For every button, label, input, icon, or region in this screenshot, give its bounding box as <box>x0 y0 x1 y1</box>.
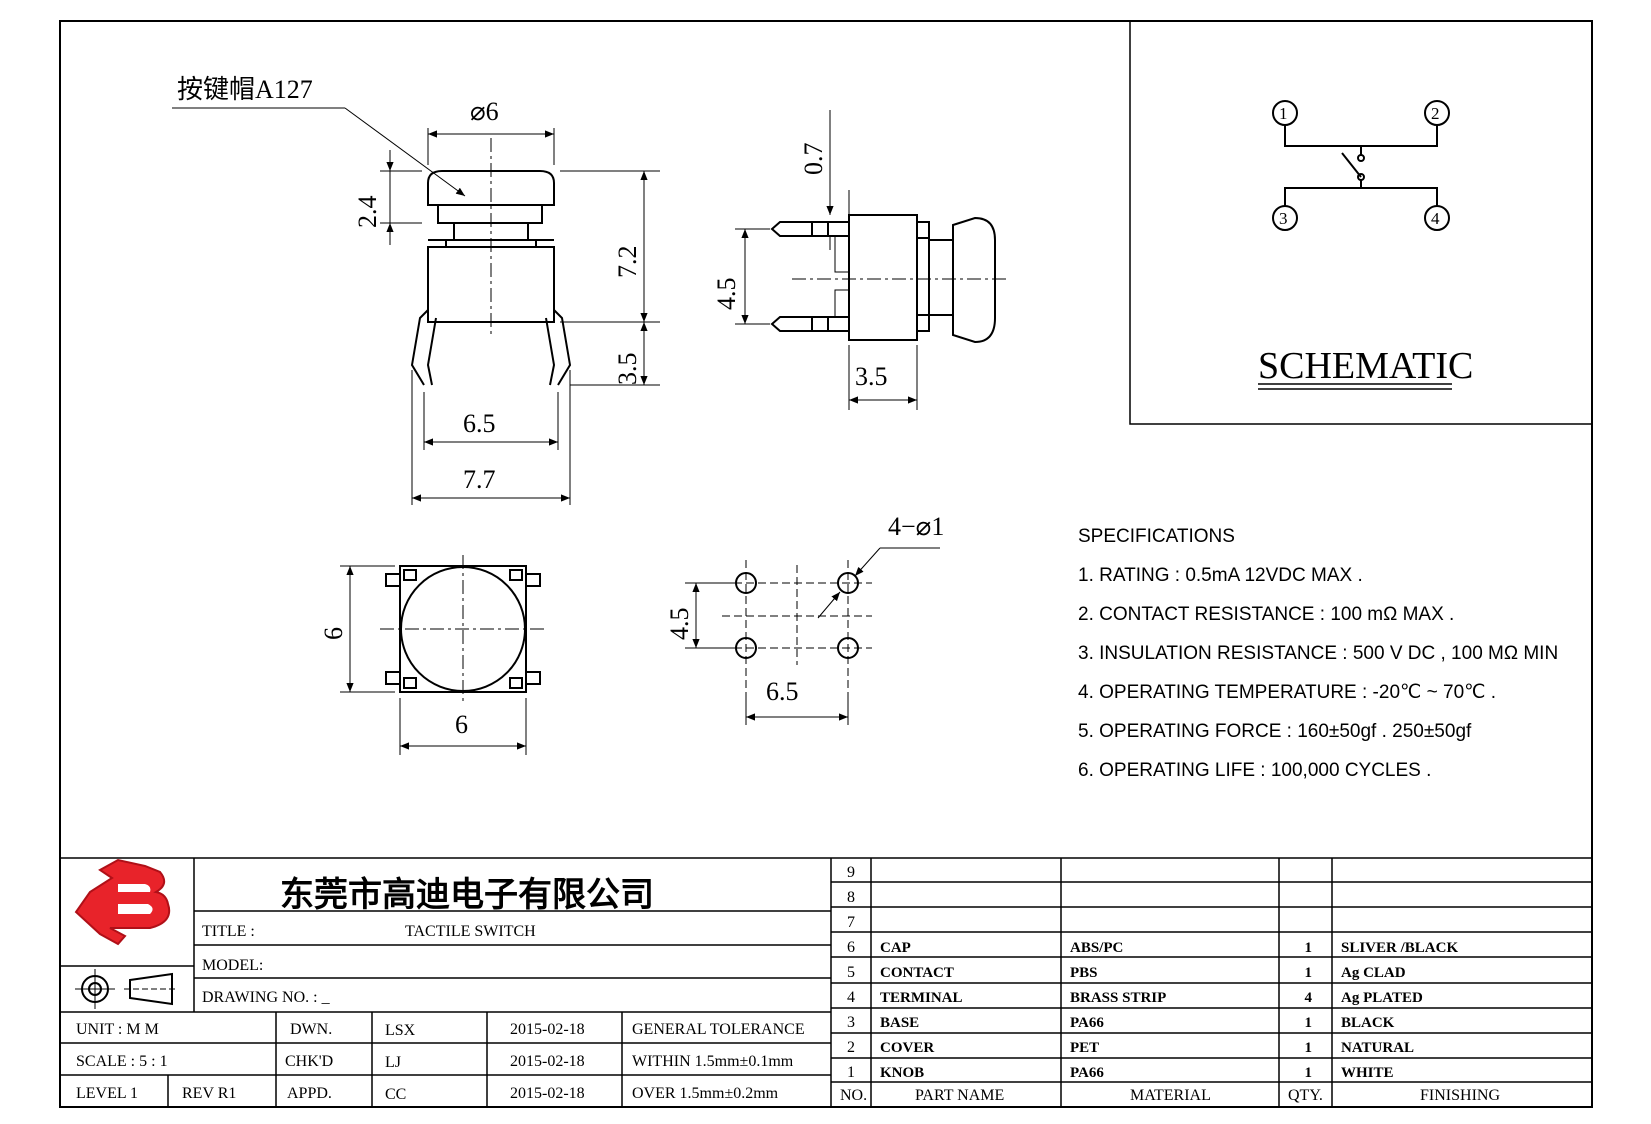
drawn-role: DWN. <box>290 1021 332 1038</box>
checked-name: LJ <box>385 1054 401 1071</box>
bom-cell-finishing: BLACK <box>1341 1015 1395 1031</box>
bom-cell-material: PA66 <box>1070 1065 1104 1081</box>
dim-side-pin-len: 3.5 <box>855 362 888 391</box>
drawn-name: LSX <box>385 1022 416 1039</box>
bom-cell-no: 9 <box>847 864 855 881</box>
dim-top-width: 6 <box>455 710 468 739</box>
bom-header-part: PART NAME <box>915 1087 1004 1104</box>
schematic-title: SCHEMATIC <box>1258 345 1473 387</box>
bom-cell-part: COVER <box>880 1040 934 1056</box>
bom-cell-part: BASE <box>880 1015 919 1031</box>
spec-heading: SPECIFICATIONS <box>1078 526 1235 547</box>
general-tolerance: GENERAL TOLERANCE <box>632 1021 805 1038</box>
bom-cell-qty: 1 <box>1305 965 1313 981</box>
bom-cell-part: CONTACT <box>880 965 954 981</box>
company-logo <box>74 858 171 946</box>
bom-cell-finishing: WHITE <box>1341 1065 1394 1081</box>
approved-date: 2015-02-18 <box>510 1085 585 1102</box>
bom-header-qty: QTY. <box>1288 1087 1323 1104</box>
dim-pin-span-inner: 6.5 <box>463 409 496 438</box>
bom-cell-no: 8 <box>847 889 855 906</box>
level-label: LEVEL 1 <box>76 1085 138 1102</box>
schematic-pin-2: 2 <box>1431 104 1440 123</box>
drawing-no-label: DRAWING NO. : _ <box>202 989 331 1006</box>
bom-cell-finishing: Ag CLAD <box>1341 965 1406 981</box>
drawing-border <box>59 20 1593 1108</box>
company-name: 东莞市高迪电子有限公司 <box>280 875 654 915</box>
bom-cell-part: TERMINAL <box>880 990 963 1006</box>
dim-body-height: 7.2 <box>613 246 642 279</box>
bom-cell-material: PBS <box>1070 965 1098 981</box>
bom-cell-qty: 1 <box>1305 1015 1313 1031</box>
approved-name: CC <box>385 1086 406 1103</box>
model-label: MODEL: <box>202 957 263 974</box>
schematic-pin-4: 4 <box>1431 209 1440 228</box>
dim-cap-height: 2.4 <box>353 196 382 229</box>
title-block <box>60 857 1592 1107</box>
bom-cell-qty: 1 <box>1305 1040 1313 1056</box>
bom-cell-qty: 1 <box>1305 1065 1313 1081</box>
bom-cell-part: KNOB <box>880 1065 924 1081</box>
scale-label: SCALE : 5 : 1 <box>76 1053 168 1070</box>
bom-header-material: MATERIAL <box>1130 1087 1211 1104</box>
specifications: SPECIFICATIONS 1. RATING : 0.5mA 12VDC M… <box>1078 526 1558 781</box>
spec-item-2: 2. CONTACT RESISTANCE : 100 mΩ MAX . <box>1078 604 1454 625</box>
drawn-date: 2015-02-18 <box>510 1021 585 1038</box>
bom-cell-finishing: Ag PLATED <box>1341 990 1423 1006</box>
bom-cell-no: 2 <box>847 1039 855 1056</box>
title-label: TITLE : <box>202 923 255 940</box>
side-view <box>735 110 1010 410</box>
dim-top-height: 6 <box>319 627 348 640</box>
dim-holes: 4−⌀1 <box>888 512 944 541</box>
bom-cell-material: ABS/PC <box>1070 940 1123 956</box>
bom-cell-part: CAP <box>880 940 911 956</box>
bom-cell-no: 4 <box>847 989 855 1006</box>
approved-role: APPD. <box>287 1085 332 1102</box>
pcb-hole-layout <box>685 547 940 725</box>
dim-pin-length: 3.5 <box>613 353 642 386</box>
dim-side-pin-pitch: 4.5 <box>712 278 741 311</box>
bom-cell-no: 3 <box>847 1014 855 1031</box>
rev-label: REV R1 <box>182 1085 236 1102</box>
keycap-label: 按键帽A127 <box>177 75 313 104</box>
projection-symbol-icon <box>75 969 178 1009</box>
spec-item-5: 5. OPERATING FORCE : 160±50gf . 250±50gf <box>1078 721 1472 742</box>
schematic-pin-1: 1 <box>1279 104 1288 123</box>
spec-item-6: 6. OPERATING LIFE : 100,000 CYCLES . <box>1078 760 1431 781</box>
dim-hole-pitch-y: 4.5 <box>665 608 694 641</box>
dim-pin-span-outer: 7.7 <box>463 465 496 494</box>
tolerance-within: WITHIN 1.5mm±0.1mm <box>632 1053 794 1070</box>
bom-cell-material: BRASS STRIP <box>1070 990 1166 1006</box>
bom-cell-no: 5 <box>847 964 855 981</box>
bom-cell-no: 1 <box>847 1064 855 1081</box>
bom-header-no: NO. <box>840 1087 867 1104</box>
schematic-box: 1 2 3 4 SCHEMATIC <box>1129 20 1593 425</box>
dim-cap-diameter: ⌀6 <box>470 97 499 126</box>
checked-date: 2015-02-18 <box>510 1053 585 1070</box>
dim-side-top: 0.7 <box>799 143 828 176</box>
bom-cell-finishing: NATURAL <box>1341 1040 1414 1056</box>
top-view <box>340 555 548 755</box>
unit-label: UNIT : M M <box>76 1021 159 1038</box>
bom-cell-material: PA66 <box>1070 1015 1104 1031</box>
front-view <box>172 107 660 505</box>
bom-cell-no: 7 <box>847 914 855 931</box>
dim-hole-pitch-x: 6.5 <box>766 677 799 706</box>
bom-cell-qty: 4 <box>1305 990 1313 1006</box>
spec-item-1: 1. RATING : 0.5mA 12VDC MAX . <box>1078 565 1363 586</box>
tolerance-over: OVER 1.5mm±0.2mm <box>632 1085 779 1102</box>
spec-item-3: 3. INSULATION RESISTANCE : 500 V DC , 10… <box>1078 643 1558 664</box>
bom-cell-no: 6 <box>847 939 855 956</box>
bom-cell-finishing: SLIVER /BLACK <box>1341 940 1458 956</box>
spec-item-4: 4. OPERATING TEMPERATURE : -20℃ ~ 70℃ . <box>1078 682 1496 703</box>
checked-role: CHK'D <box>285 1053 333 1070</box>
bom-header-finishing: FINISHING <box>1420 1087 1500 1104</box>
bom-cell-material: PET <box>1070 1040 1099 1056</box>
bom-cell-qty: 1 <box>1305 940 1313 956</box>
schematic-pin-3: 3 <box>1279 209 1288 228</box>
title-value: TACTILE SWITCH <box>405 923 536 940</box>
